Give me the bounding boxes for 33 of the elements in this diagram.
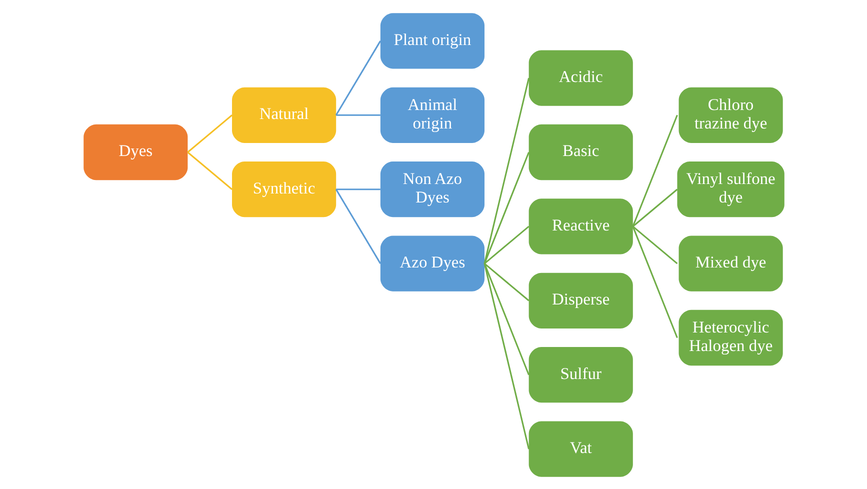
node-box: Plant origin <box>380 12 484 68</box>
node-box: Synthetic <box>232 161 336 217</box>
connector <box>334 40 381 116</box>
node-box: Vat <box>528 420 632 476</box>
node-box: Heterocylic Halogen dye <box>678 309 782 366</box>
node-box: Disperse <box>528 272 632 328</box>
node-box: Basic <box>528 124 632 180</box>
connector <box>484 262 529 301</box>
node-box: Azo Dyes <box>380 235 484 291</box>
connector <box>483 151 530 264</box>
node-box: Acidic <box>528 50 632 106</box>
connector <box>632 225 678 264</box>
node-box: Vinyl sulfone dye <box>676 161 784 217</box>
node-box: Animal origin <box>380 86 484 142</box>
node-box: Sulfur <box>528 346 632 402</box>
connector <box>336 188 380 190</box>
connector <box>632 226 678 338</box>
node-box: Dyes <box>83 124 188 180</box>
connector <box>484 225 529 264</box>
connector <box>483 77 530 264</box>
node-box: Chloro trazine dye <box>678 86 782 142</box>
node-box: Mixed dye <box>678 235 782 291</box>
node-box: Non Azo Dyes <box>380 161 484 217</box>
connector <box>186 151 232 190</box>
connector <box>336 114 380 116</box>
connector <box>334 188 381 264</box>
connector <box>483 262 530 375</box>
node-box: Reactive <box>528 198 632 254</box>
connector <box>632 114 678 226</box>
node-box: Natural <box>232 86 336 142</box>
connector <box>186 114 232 152</box>
connector <box>632 188 678 227</box>
connector <box>483 262 530 449</box>
